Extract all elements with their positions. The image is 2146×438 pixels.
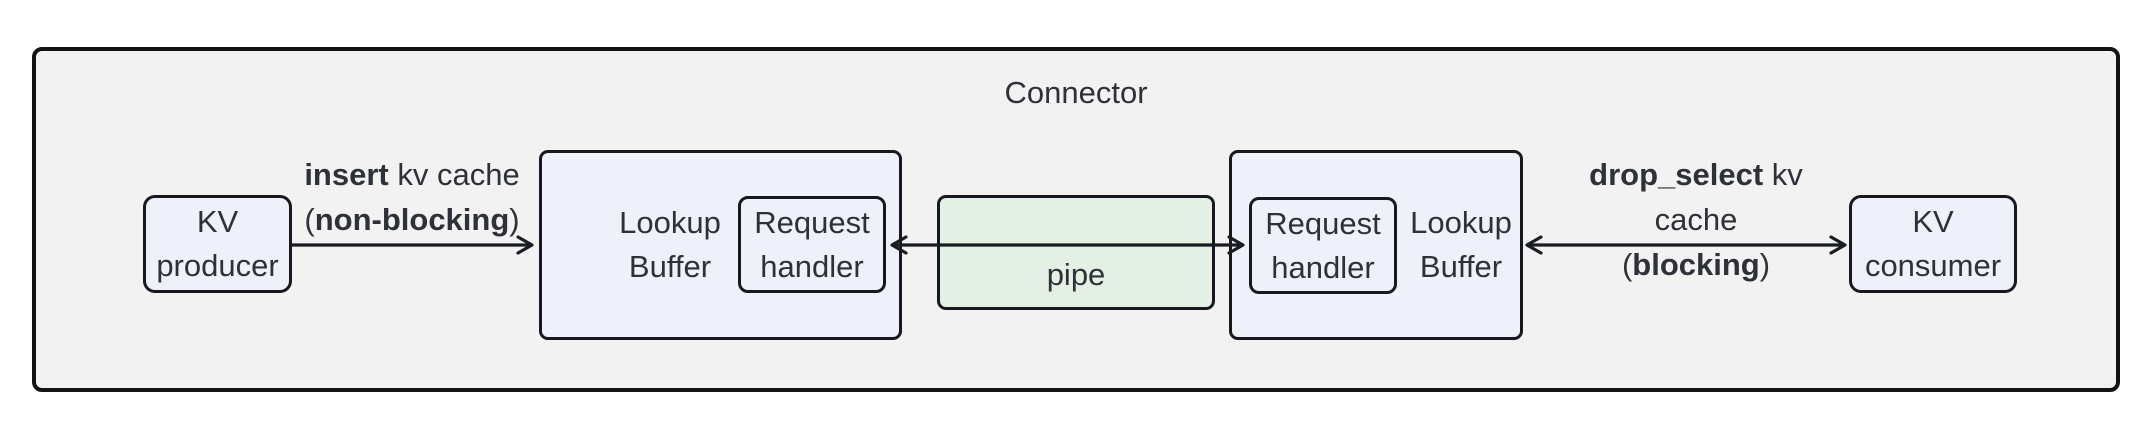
non-blocking-keyword: non-blocking (314, 202, 510, 237)
kv-producer-box: KV producer (143, 195, 292, 293)
lookup-buffer-left-line1: Lookup (619, 205, 721, 240)
lookup-buffer-right-line1: Lookup (1410, 205, 1512, 240)
insert-arrow-label: insert kv cache (non-blocking) (262, 152, 562, 242)
paren-close: ) (509, 202, 520, 237)
kv-producer-label-line2: producer (156, 248, 279, 283)
lookup-buffer-right-box: Request handler Lookup Buffer (1229, 150, 1523, 340)
request-handler-left-box: Request handler (738, 196, 886, 293)
request-handler-left-line2: handler (760, 248, 864, 284)
lookup-buffer-right-line2: Buffer (1419, 249, 1503, 284)
drop-select-arrow-label: drop_select kv cache (blocking) (1546, 152, 1846, 287)
insert-arrow-label-line2: (non-blocking) (262, 197, 562, 242)
connector-title: Connector (1004, 75, 1148, 110)
kv-consumer-label-line2: consumer (1864, 248, 2002, 283)
blocking-keyword: blocking (1632, 247, 1760, 282)
pipe-label: pipe (1046, 257, 1106, 292)
paren-open: ( (304, 202, 315, 237)
paren-close-2: ) (1759, 247, 1771, 282)
request-handler-left-line1: Request (754, 204, 870, 240)
paren-open-2: ( (1621, 247, 1633, 282)
lookup-buffer-left-box: Lookup Buffer Request handler (539, 150, 902, 340)
request-handler-right-line1: Request (1265, 205, 1381, 241)
request-handler-right-box: Request handler (1249, 197, 1397, 294)
lookup-buffer-left-label: Lookup Buffer (570, 153, 770, 337)
drop-select-arrow-label-line1: drop_select kv cache (1546, 152, 1846, 242)
drop-select-rest: kv cache (1654, 157, 1803, 237)
drop-select-keyword: drop_select (1589, 157, 1764, 192)
insert-rest: kv cache (388, 157, 520, 192)
lookup-buffer-left-line2: Buffer (628, 249, 712, 284)
lookup-buffer-right-label: Lookup Buffer (1398, 153, 1524, 337)
insert-keyword: insert (304, 157, 389, 192)
kv-producer-label-line1: KV (196, 204, 239, 239)
pipe-box: pipe (937, 195, 1215, 310)
kv-consumer-box: KV consumer (1849, 195, 2017, 293)
insert-arrow-label-line1: insert kv cache (262, 152, 562, 197)
request-handler-right-line2: handler (1271, 249, 1375, 285)
drop-select-arrow-label-line2: (blocking) (1546, 242, 1846, 287)
kv-consumer-label-line1: KV (1912, 204, 1954, 239)
